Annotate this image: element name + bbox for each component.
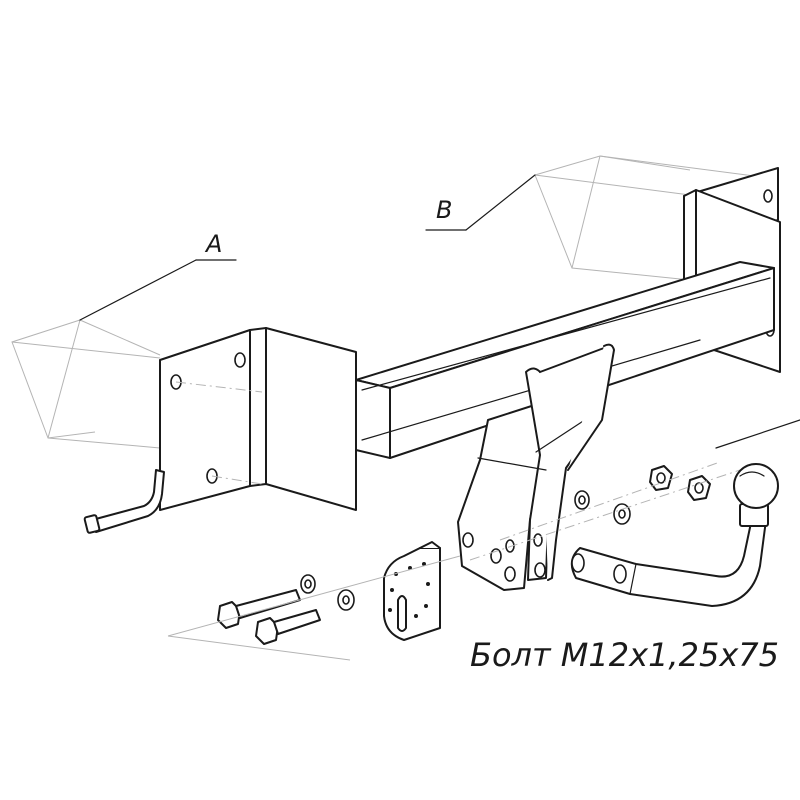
label-b-leader: B [425,174,536,231]
right-chassis-rail-ghost [534,155,771,281]
left-chassis-rail-ghost [11,319,161,449]
left-mounting-bracket [159,327,357,511]
tow-ball-hook [570,419,800,607]
bolt-spec-caption: Болт М12x1,25x75 [470,636,779,674]
label-a-leader: A [79,230,237,321]
label-b: B [436,196,452,224]
hook-rod [83,469,165,534]
label-a: A [204,230,222,258]
right-washers-nuts [469,461,741,561]
bolts-and-washers [167,555,461,661]
socket-mounting-plate [383,541,441,641]
